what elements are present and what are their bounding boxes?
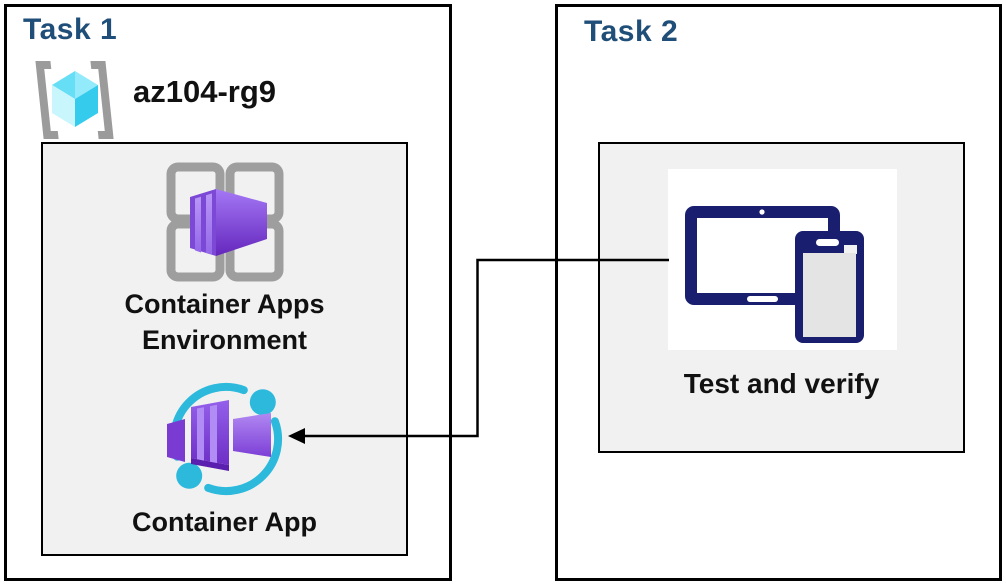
task1-box: Task 1 az104-rg9 — [4, 4, 452, 581]
task1-inner-box: Container Apps Environment — [41, 142, 408, 556]
container-apps-environment-label-line2: Environment — [141, 325, 308, 355]
resource-group-name: az104-rg9 — [133, 74, 277, 109]
container-apps-environment-icon — [166, 162, 284, 282]
container-apps-environment-label-line1: Container Apps — [124, 289, 325, 319]
test-and-verify-label: Test and verify — [683, 368, 880, 399]
container-app-icon — [167, 382, 283, 496]
resource-group-icon — [35, 61, 114, 139]
task2-inner-box: Test and verify — [598, 142, 965, 453]
container-app-label: Container App — [132, 507, 317, 537]
container-apps-environment-label: Container Apps Environment — [43, 286, 406, 358]
devices-icon — [685, 206, 864, 343]
task1-title: Task 1 — [23, 13, 118, 46]
task2-box: Task 2 Test and verify — [555, 4, 1002, 581]
devices-icon-card — [668, 169, 897, 350]
task2-title: Task 2 — [584, 15, 679, 48]
